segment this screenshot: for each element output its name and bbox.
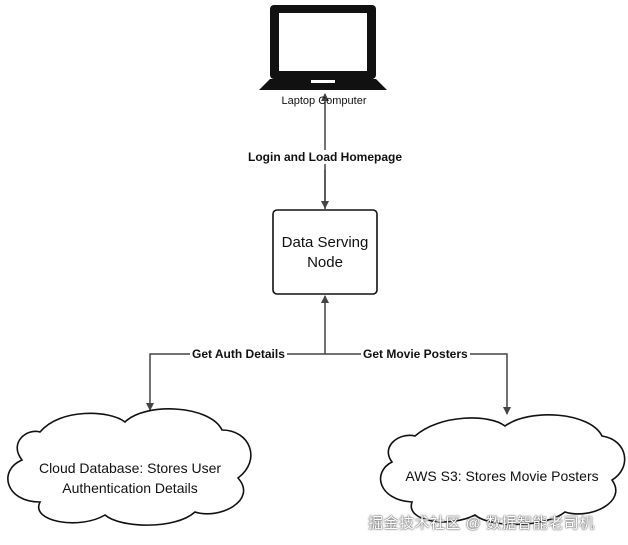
edge-login-label: Login and Load Homepage xyxy=(246,150,405,164)
watermark-text: 掘金技术社区 @ 数据智能老司机 xyxy=(368,515,595,532)
aws-s3-shape xyxy=(379,414,626,526)
cloud-database-shape xyxy=(7,408,252,526)
edge-auth-label: Get Auth Details xyxy=(190,347,287,361)
data-serving-node-label: Data Serving Node xyxy=(281,234,369,271)
edge-auth-line xyxy=(146,353,325,411)
edge-posters-line xyxy=(325,353,511,415)
cloud-database-label: Cloud Database: Stores User Authenticati… xyxy=(38,460,222,496)
laptop-label: Laptop Computer xyxy=(281,95,367,107)
edge-posters-label: Get Movie Posters xyxy=(361,347,470,361)
aws-s3-label: AWS S3: Stores Movie Posters xyxy=(405,468,599,484)
laptop-icon xyxy=(259,5,387,90)
